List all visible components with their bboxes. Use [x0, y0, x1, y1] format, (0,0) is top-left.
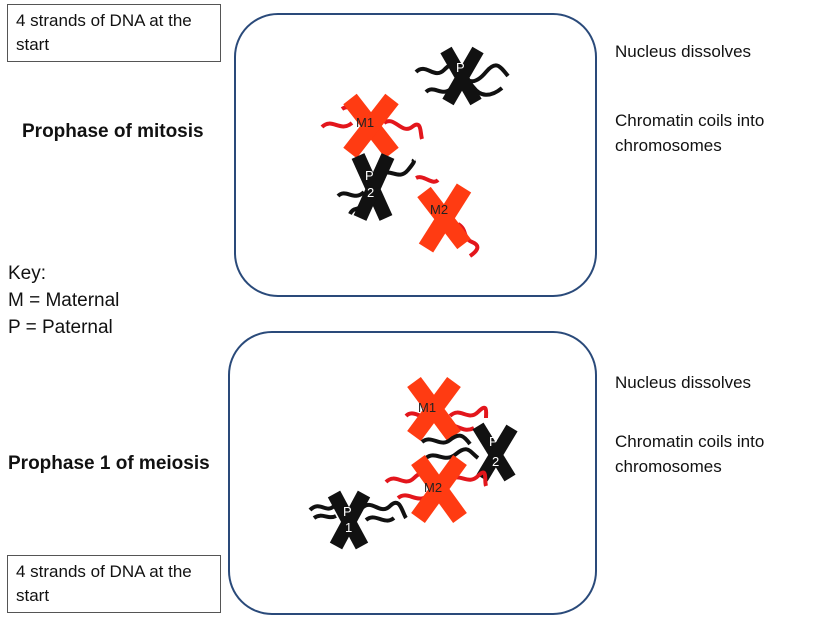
mitosis-note-2: Chromatin coils into chromosomes: [615, 111, 765, 155]
meiosis-chromosome-m1: M1: [404, 376, 489, 442]
meiosis-p2-num: 2: [492, 454, 499, 469]
meiosis-chromosome-p1: P 1: [308, 490, 408, 550]
meiosis-p1-num: 1: [345, 520, 352, 535]
meiosis-p2-label: P: [489, 434, 498, 449]
mitosis-chromosome-m2: M2: [415, 175, 480, 258]
mitosis-chromosome-m1: M1: [320, 93, 424, 159]
mitosis-m2-label: M2: [430, 202, 448, 217]
top-note-text: 4 strands of DNA at the start: [16, 11, 192, 54]
meiosis-note-2: Chromatin coils into chromosomes: [615, 432, 765, 476]
mitosis-chromosome-p: P: [414, 46, 510, 106]
mitosis-title: Prophase of mitosis: [22, 121, 204, 142]
mitosis-note-1: Nucleus dissolves: [615, 42, 752, 61]
mitosis-chromosome-p2: P 2: [336, 153, 416, 221]
meiosis-m2-label: M2: [424, 480, 442, 495]
meiosis-chromosome-p2: P 2: [420, 422, 518, 482]
key-legend: Key: M = Maternal P = Paternal: [8, 260, 119, 341]
meiosis-chromosome-m2: M2: [384, 455, 488, 523]
mitosis-p2-label: P: [365, 168, 374, 183]
bottom-note-box: 4 strands of DNA at the start: [7, 555, 221, 613]
mitosis-p2-num: 2: [367, 185, 374, 200]
mitosis-m1-label: M1: [356, 115, 374, 130]
meiosis-cell: [228, 331, 597, 615]
meiosis-note-1: Nucleus dissolves: [615, 373, 752, 392]
meiosis-title: Prophase 1 of meiosis: [8, 453, 210, 474]
top-note-box: 4 strands of DNA at the start: [7, 4, 221, 62]
mitosis-p-label: P: [456, 60, 465, 75]
meiosis-p1-label: P: [343, 504, 352, 519]
key-title: Key:: [8, 263, 47, 284]
mitosis-cell: [234, 13, 597, 297]
bottom-note-text: 4 strands of DNA at the start: [16, 562, 192, 605]
key-maternal: M = Maternal: [8, 290, 120, 311]
meiosis-m1-label: M1: [418, 400, 436, 415]
key-paternal: P = Paternal: [8, 317, 113, 338]
